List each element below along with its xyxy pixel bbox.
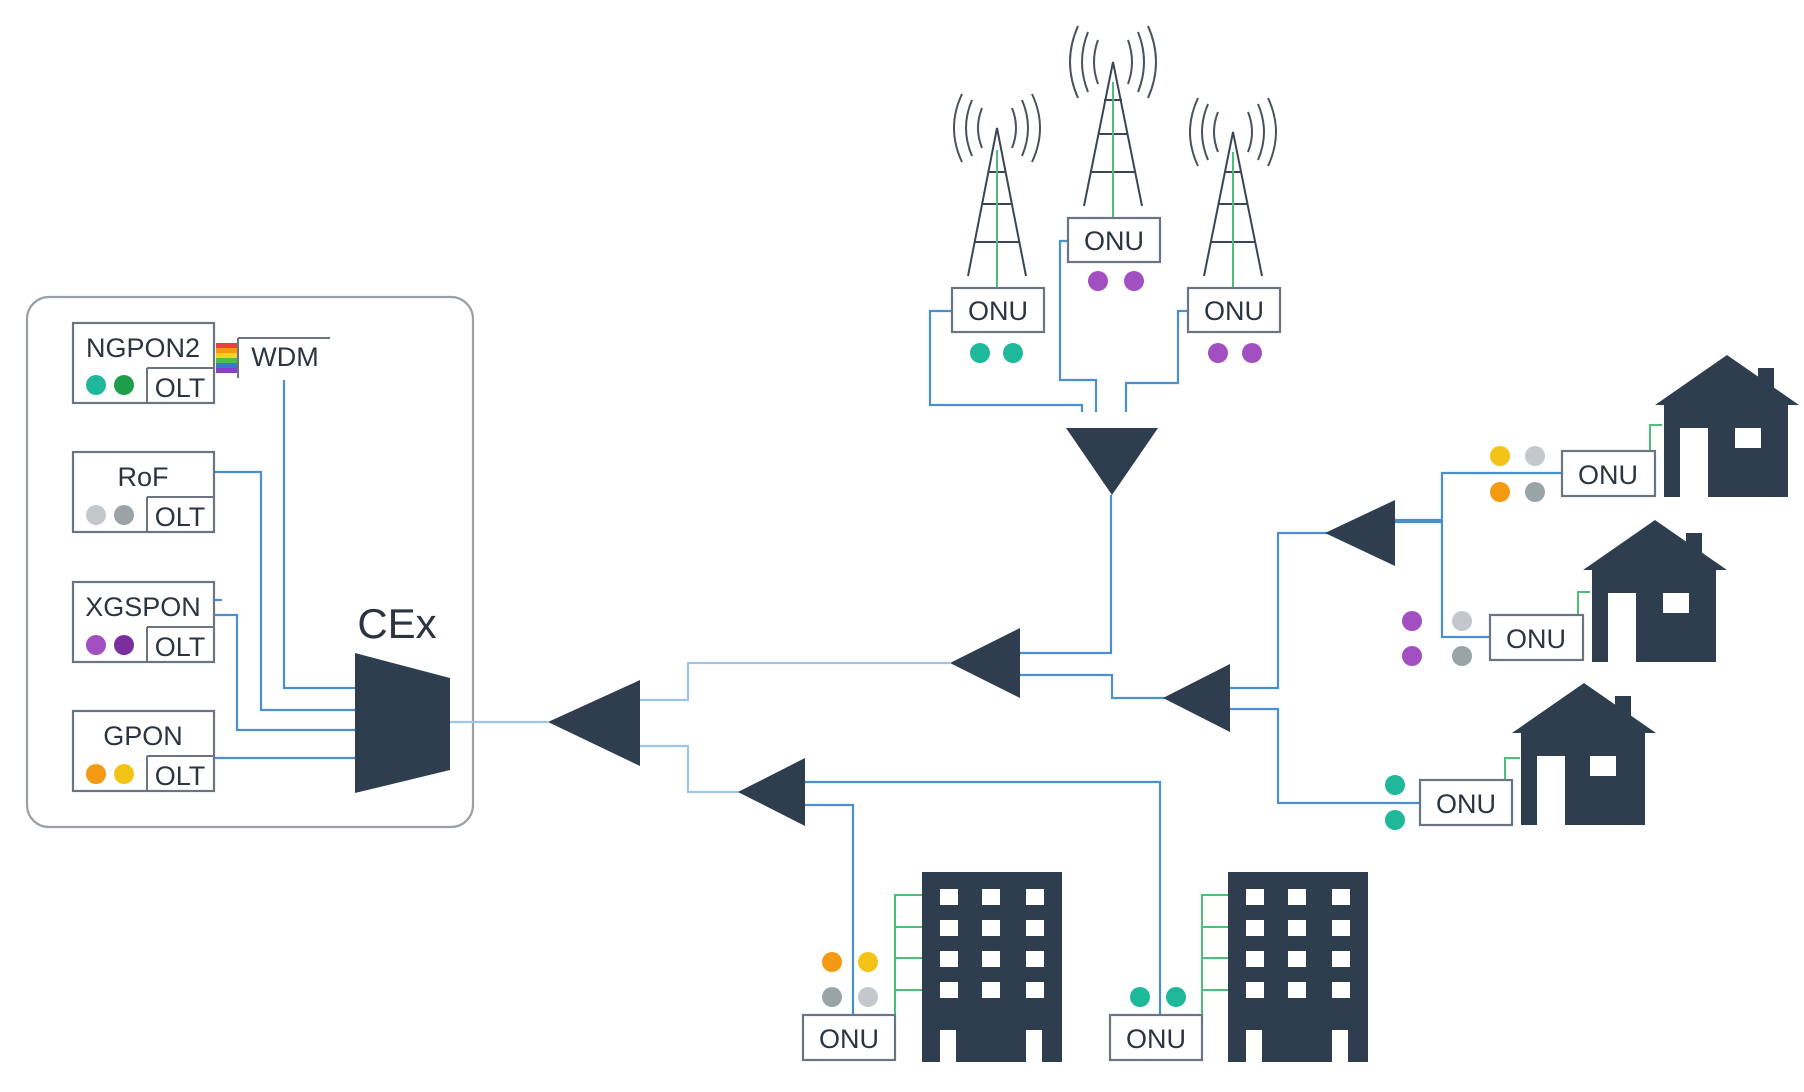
house-middle: ONU <box>1402 520 1727 666</box>
channel-dot <box>1208 343 1228 363</box>
channel-dot <box>114 635 134 655</box>
cell-tower-left: ONU <box>950 93 1046 363</box>
splitter-houses-top <box>1325 500 1395 566</box>
channel-dot <box>1452 611 1472 631</box>
onu-label: ONU <box>1084 226 1144 256</box>
office-building-icon <box>1228 872 1368 1062</box>
building-left: ONU <box>801 872 1062 1062</box>
cex-label: CEx <box>357 600 436 647</box>
channel-dot <box>858 987 878 1007</box>
antenna-wave-icon <box>1069 25 1157 99</box>
channel-dot <box>1402 611 1422 631</box>
olt-type-label: XGSPON <box>85 592 201 622</box>
house-bottom: ONU <box>1385 683 1656 830</box>
house-icon <box>1512 683 1656 825</box>
wdm-box: WDM <box>237 337 330 378</box>
house-icon <box>1655 355 1799 497</box>
olt-type-label: RoF <box>117 462 168 492</box>
olt-label: OLT <box>155 373 206 403</box>
channel-dot <box>1385 775 1405 795</box>
distribution-fibers <box>450 239 1562 1020</box>
olt-label: OLT <box>155 502 206 532</box>
house-top: ONU <box>1490 355 1799 502</box>
channel-dot <box>1088 271 1108 291</box>
splitter-towers <box>1066 428 1158 495</box>
onu-label: ONU <box>1204 296 1264 326</box>
channel-dot <box>858 952 878 972</box>
channel-dot <box>86 635 106 655</box>
channel-dot <box>86 375 106 395</box>
olt-xgspon: XGSPON OLT <box>71 580 216 664</box>
cell-tower-center: ONU <box>1066 25 1162 291</box>
channel-dot <box>1490 446 1510 466</box>
building-right: ONU <box>1108 872 1368 1062</box>
antenna-wave-icon <box>1189 97 1277 167</box>
olt-label: OLT <box>155 761 206 791</box>
office-building-icon <box>922 872 1062 1062</box>
wdm-label: WDM <box>251 342 318 372</box>
olt-type-label: GPON <box>103 721 183 751</box>
channel-dot <box>86 764 106 784</box>
channel-dot <box>1166 987 1186 1007</box>
olt-label: OLT <box>155 632 206 662</box>
channel-dot <box>1525 482 1545 502</box>
central-office-panel <box>25 295 475 829</box>
channel-dot <box>970 343 990 363</box>
olt-gpon: GPON OLT <box>71 709 216 793</box>
channel-dot <box>1402 646 1422 666</box>
channel-dot <box>1525 446 1545 466</box>
cex-multiplexer: CEx <box>355 600 450 793</box>
splitter-upper <box>950 628 1020 698</box>
channel-dot <box>1452 646 1472 666</box>
wdm-rainbow-connector <box>216 343 238 373</box>
channel-dot <box>1003 343 1023 363</box>
channel-dot <box>1124 271 1144 291</box>
channel-dot <box>86 505 106 525</box>
channel-dot <box>114 764 134 784</box>
channel-dot <box>822 952 842 972</box>
onu-label: ONU <box>1506 624 1566 654</box>
olt-type-label: NGPON2 <box>86 333 200 363</box>
onu-label: ONU <box>1578 460 1638 490</box>
splitter-residential <box>1163 664 1230 732</box>
antenna-wave-icon <box>953 93 1041 163</box>
channel-dot <box>1130 987 1150 1007</box>
channel-dot <box>822 987 842 1007</box>
olt-rof: RoF OLT <box>71 450 216 534</box>
channel-dot <box>1385 810 1405 830</box>
olt-ngpon2: NGPON2 OLT <box>71 321 216 405</box>
splitter-buildings <box>738 758 805 826</box>
channel-dot <box>1490 482 1510 502</box>
splitters <box>548 428 1395 826</box>
central-office-fibers <box>214 380 355 760</box>
onu-label: ONU <box>819 1024 879 1054</box>
channel-dot <box>114 375 134 395</box>
channel-dot <box>114 505 134 525</box>
cell-tower-right: ONU <box>1186 97 1282 363</box>
splitter-main <box>548 680 640 766</box>
channel-dot <box>1242 343 1262 363</box>
onu-label: ONU <box>1126 1024 1186 1054</box>
onu-label: ONU <box>968 296 1028 326</box>
onu-label: ONU <box>1436 789 1496 819</box>
house-icon <box>1583 520 1727 662</box>
